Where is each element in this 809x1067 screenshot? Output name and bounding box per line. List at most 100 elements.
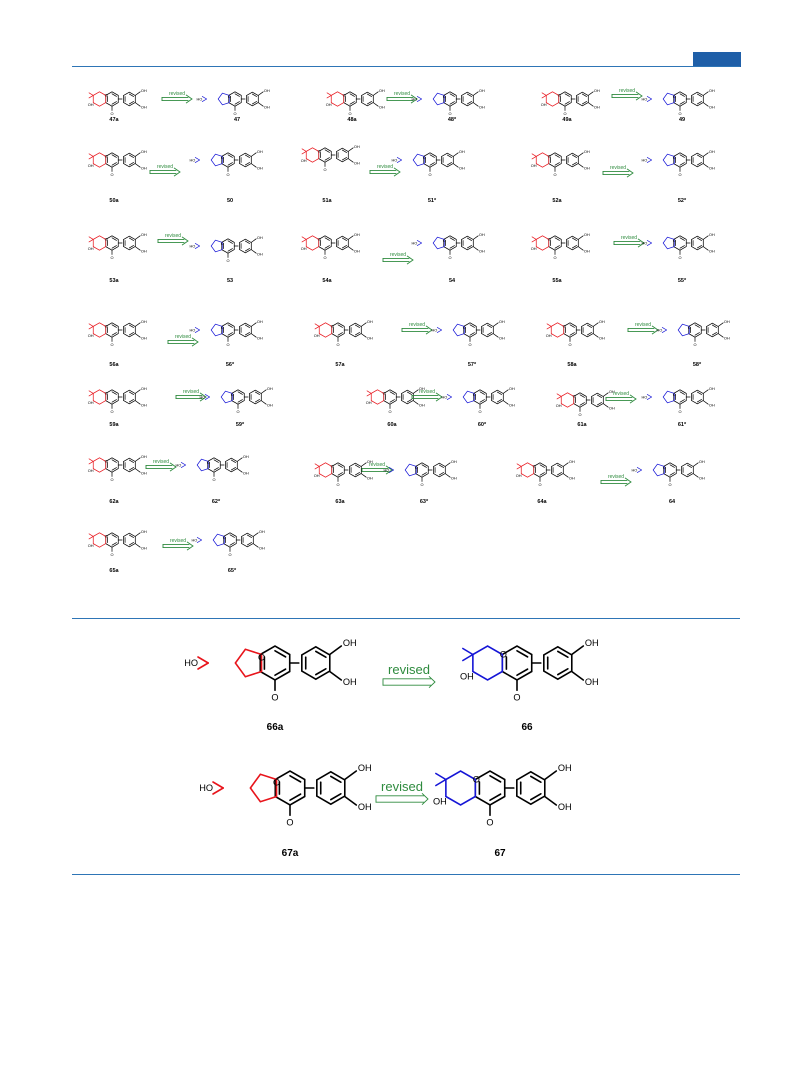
hydroxyl-label: OH: [343, 677, 357, 687]
ring-oxygen-label: O: [423, 155, 426, 160]
carbonyl-oxygen-label: O: [478, 409, 481, 414]
hydroxyl-label: OH: [141, 232, 147, 237]
ring-oxygen-label: O: [331, 464, 334, 469]
hydroxyl-label: OH: [267, 402, 273, 407]
hydroxyl-label: OH: [88, 246, 94, 251]
carbonyl-oxygen-label: O: [286, 817, 293, 827]
hydroxyl-label: OH: [367, 475, 373, 480]
revised-arrow-11: revised: [627, 322, 659, 335]
hydroxyl-label: OH: [314, 333, 320, 338]
hydroxyl-label: HO: [631, 467, 637, 472]
hydroxyl-label: OH: [141, 335, 147, 340]
carbonyl-oxygen-label: O: [568, 342, 571, 347]
compound-label-47: 47: [234, 117, 240, 123]
revised-label: revised: [608, 474, 624, 480]
ring-oxygen-label: O: [221, 241, 224, 246]
ring-oxygen-label: O: [663, 465, 666, 470]
revised-label: revised: [635, 322, 651, 328]
compound-label-52a: 52a: [552, 198, 562, 204]
hydroxyl-label: OH: [724, 319, 730, 324]
hydroxyl-label: OH: [141, 149, 147, 154]
hydroxyl-label: HO: [196, 96, 202, 101]
carbonyl-oxygen-label: O: [468, 342, 471, 347]
carbonyl-oxygen-label: O: [323, 255, 326, 260]
compound-label-64a: 64a: [537, 499, 547, 505]
revised-arrow-2: revised: [611, 88, 643, 101]
ring-oxygen-label: O: [105, 459, 108, 464]
compound-label-67: 67: [494, 848, 506, 859]
revised-arrow-9: revised: [167, 334, 199, 347]
hydroxyl-label: OH: [367, 335, 373, 340]
carbonyl-oxygen-label: O: [110, 255, 113, 260]
hydroxyl-label: OH: [141, 248, 147, 253]
hydroxyl-label: OH: [709, 149, 715, 154]
carbonyl-oxygen-label: O: [563, 111, 566, 116]
hydroxyl-label: HO: [411, 240, 417, 245]
hydroxyl-label: OH: [558, 802, 572, 812]
compound-label-55*: 55*: [678, 278, 687, 284]
hydroxyl-label: OH: [354, 160, 360, 165]
hydroxyl-label: OH: [594, 88, 600, 93]
revised-arrow-1: revised: [386, 91, 418, 104]
compound-label-47a: 47a: [109, 117, 119, 123]
ring-oxygen-label: O: [105, 391, 108, 396]
hydroxyl-label: HO: [391, 157, 397, 162]
hydroxyl-label: OH: [569, 475, 575, 480]
hydroxyl-label: HO: [383, 467, 389, 472]
hydroxyl-label: OH: [88, 333, 94, 338]
ring-oxygen-label: O: [443, 238, 446, 243]
carbonyl-oxygen-label: O: [110, 342, 113, 347]
hydroxyl-label: HO: [189, 243, 195, 248]
carbonyl-oxygen-label: O: [110, 552, 113, 557]
compound-label-54a: 54a: [322, 278, 332, 284]
hydroxyl-label: HO: [184, 658, 198, 668]
revised-arrow-17: revised: [600, 474, 632, 487]
ring-oxygen-label: O: [383, 391, 386, 396]
hydroxyl-label: OH: [343, 638, 357, 648]
hydroxyl-label: OH: [709, 232, 715, 237]
hydroxyl-label: OH: [257, 251, 263, 256]
hydroxyl-label: OH: [141, 165, 147, 170]
ring-oxygen-label: O: [548, 154, 551, 159]
carbonyl-oxygen-label: O: [448, 111, 451, 116]
carbonyl-oxygen-label: O: [226, 342, 229, 347]
compound-label-65a: 65a: [109, 568, 119, 574]
carbonyl-oxygen-label: O: [110, 477, 113, 482]
ring-oxygen-label: O: [673, 94, 676, 99]
hydroxyl-label: OH: [594, 104, 600, 109]
compound-label-65*: 65*: [228, 568, 237, 574]
hydroxyl-label: OH: [599, 335, 605, 340]
hydroxyl-label: OH: [358, 802, 372, 812]
carbonyl-oxygen-label: O: [226, 258, 229, 263]
ring-oxygen-label: O: [105, 324, 108, 329]
hydroxyl-label: HO: [411, 96, 417, 101]
ring-oxygen-label: O: [548, 237, 551, 242]
hydroxyl-label: OH: [257, 149, 263, 154]
hydroxyl-label: HO: [175, 462, 181, 467]
compound-label-62*: 62*: [212, 499, 221, 505]
compound-label-61*: 61*: [678, 422, 687, 428]
compound-label-53a: 53a: [109, 278, 119, 284]
hydroxyl-label: OH: [451, 475, 457, 480]
carbonyl-oxygen-label: O: [348, 111, 351, 116]
hydroxyl-label: OH: [556, 403, 562, 408]
hydroxyl-label: OH: [584, 149, 590, 154]
hydroxyl-label: OH: [141, 545, 147, 550]
revised-arrow-large-0: revised: [382, 662, 436, 689]
